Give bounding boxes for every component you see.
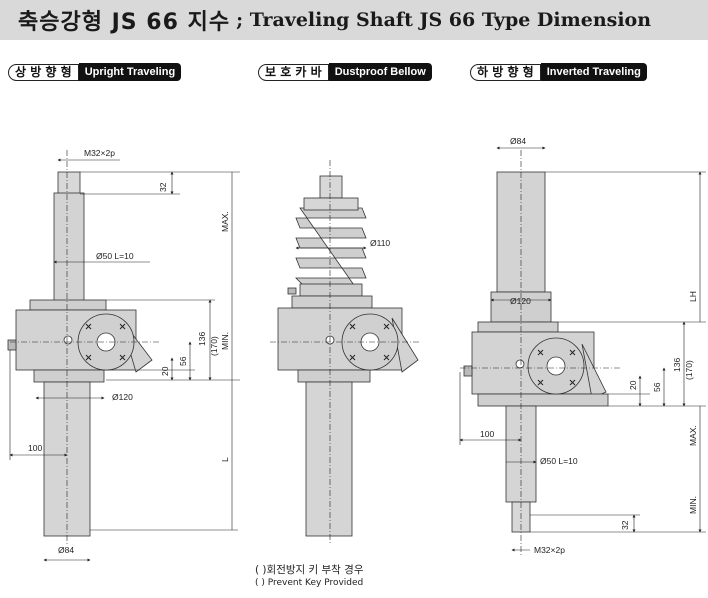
dim-upright-32: 32 <box>158 182 168 192</box>
dim-upright-56: 56 <box>178 356 188 366</box>
upright-jack-drawing <box>7 171 153 537</box>
dim-inverted-thread: M32×2p <box>534 545 565 555</box>
title-bar: 축승강형 JS 66 지수 ; Traveling Shaft JS 66 Ty… <box>0 0 708 40</box>
dim-inverted-84: Ø84 <box>510 136 526 146</box>
inverted-cross-marks <box>537 349 576 386</box>
inverted-jack-drawing <box>463 171 609 533</box>
dim-upright-max: MAX. <box>220 211 230 232</box>
bellow-dimension-text: Ø110 <box>370 238 390 248</box>
footnote-korean: ( )회전방지 키 부착 경우 <box>255 564 364 576</box>
dim-inverted-32: 32 <box>620 520 630 530</box>
dim-inverted-min: MIN. <box>688 496 698 514</box>
dim-upright-100: 100 <box>28 443 42 453</box>
dim-inverted-56: 56 <box>652 382 662 392</box>
upright-dimension-lines <box>9 150 240 562</box>
dim-upright-shaft: Ø50 L=10 <box>96 251 134 261</box>
view-label-upright: 상 방 향 형 Upright Traveling <box>8 63 182 81</box>
view-label-inverted: 하 방 향 형 Inverted Traveling <box>470 63 647 81</box>
inverted-dimension-text: Ø84 LH Ø120 136 (170) 56 20 100 MAX. Ø50… <box>480 136 698 555</box>
view-label-inverted-ko: 하 방 향 형 <box>470 63 541 81</box>
view-label-upright-en: Upright Traveling <box>78 63 182 81</box>
dim-inverted-20: 20 <box>628 380 638 390</box>
bellow-jack-drawing <box>277 175 419 537</box>
dim-upright-84: Ø84 <box>58 545 74 555</box>
dim-inverted-120: Ø120 <box>510 296 531 306</box>
dim-inverted-100: 100 <box>480 429 494 439</box>
dim-upright-170: (170) <box>209 336 219 356</box>
dim-inverted-shaft: Ø50 L=10 <box>540 456 578 466</box>
dim-upright-120: Ø120 <box>112 392 133 402</box>
upright-cross-marks <box>85 323 126 361</box>
footnote-english: ( ) Prevent Key Provided <box>255 578 364 588</box>
upright-dimension-text: M32×2p 32 MAX. MIN. Ø50 L=10 136 (170) 5… <box>28 148 230 555</box>
dim-inverted-136: 136 <box>672 358 682 372</box>
dim-upright-min: MIN. <box>220 332 230 350</box>
dim-upright-thread: M32×2p <box>84 148 115 158</box>
inverted-dimension-lines <box>459 146 706 555</box>
dim-inverted-max: MAX. <box>688 425 698 446</box>
view-label-bellow-ko: 보 호 카 바 <box>258 63 329 81</box>
dim-inverted-LH: LH <box>688 291 698 302</box>
bellow-cross-marks <box>349 323 390 361</box>
view-label-bellow-en: Dustproof Bellow <box>328 63 432 81</box>
title-korean: 축승강형 JS 66 지수 <box>18 10 231 35</box>
bellow-dimension-lines <box>270 160 420 545</box>
view-label-inverted-en: Inverted Traveling <box>540 63 647 81</box>
view-label-upright-ko: 상 방 향 형 <box>8 63 79 81</box>
dim-bellow-110: Ø110 <box>370 238 390 248</box>
dim-inverted-170: (170) <box>684 360 694 380</box>
dim-upright-136: 136 <box>197 332 207 346</box>
view-label-bellow: 보 호 카 바 Dustproof Bellow <box>258 63 432 81</box>
dim-upright-20: 20 <box>160 366 170 376</box>
dim-upright-L: L <box>220 457 230 462</box>
title-english: ; Traveling Shaft JS 66 Type Dimension <box>236 9 652 31</box>
